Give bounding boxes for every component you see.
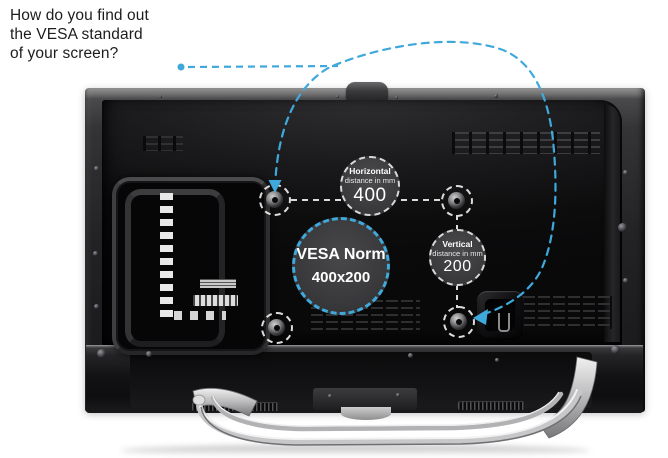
recess-handle-groove xyxy=(125,189,225,347)
screw-icon xyxy=(408,353,413,358)
vertical-distance-badge: Vertical distance in mm 200 xyxy=(429,229,486,286)
vent-mid-right xyxy=(520,296,612,329)
screw-icon xyxy=(611,345,620,354)
screw-pin-icon xyxy=(274,325,280,331)
stand-bar-inner-highlight xyxy=(212,391,560,427)
screw-icon xyxy=(97,349,106,358)
callout-dot xyxy=(177,63,185,71)
callout-arc xyxy=(273,40,557,317)
stand-bar-outer-highlight xyxy=(198,389,578,441)
arrow-bottom-right-icon xyxy=(473,309,488,325)
question-line-3: of your screen? xyxy=(10,45,119,62)
vent-top-left xyxy=(143,136,183,151)
stand-left-foot xyxy=(192,387,258,417)
tv-right-seam xyxy=(604,104,620,342)
stand-reflection xyxy=(120,445,590,456)
horizontal-value: 400 xyxy=(353,184,387,206)
horizontal-sublabel: distance in mm xyxy=(344,175,396,185)
vesa-norm-value: 400x200 xyxy=(311,269,371,286)
connector-recess xyxy=(112,177,270,355)
vesa-hole-bottom-left xyxy=(261,312,293,344)
stand-bar-inner xyxy=(210,391,564,432)
question-line-1: How do you find out xyxy=(10,7,149,24)
connector-ports xyxy=(160,193,173,321)
stand-neck xyxy=(341,407,391,420)
vent-top-right xyxy=(452,132,600,154)
horizontal-distance-badge: Horizontal distance in mm 400 xyxy=(340,156,400,216)
arrow-top-left-icon xyxy=(268,180,282,193)
vesa-hole-top-right xyxy=(441,185,473,217)
spec-sticker xyxy=(200,279,236,288)
screw-icon xyxy=(159,95,162,98)
screw-icon xyxy=(623,170,628,175)
screw-icon xyxy=(623,278,628,283)
bottom-grille-right xyxy=(458,401,524,410)
horizontal-label: Horizontal xyxy=(349,165,391,176)
vertical-sublabel: distance in mm xyxy=(432,248,483,258)
screw-icon xyxy=(395,96,398,99)
vesa-norm-title: VESA Norm xyxy=(296,246,386,263)
screw-pin-icon xyxy=(454,198,460,204)
question-line-2: the VESA standard xyxy=(10,26,143,43)
screw-pin-icon xyxy=(272,197,278,203)
connector-small-ports xyxy=(174,311,226,320)
callout-line xyxy=(187,64,339,69)
screw-icon xyxy=(618,223,627,232)
screw-pin-icon xyxy=(456,319,462,325)
vertical-value: 200 xyxy=(443,257,472,275)
stand-bar-outer-shadow xyxy=(200,395,582,446)
stand-bar-endcap xyxy=(192,394,206,406)
screw-icon xyxy=(94,304,99,309)
screw-icon xyxy=(94,166,99,171)
question-text: How do you find out the VESA standard of… xyxy=(10,6,230,63)
vertical-label: Vertical xyxy=(442,238,473,249)
screw-icon xyxy=(328,394,332,398)
screw-icon xyxy=(146,351,152,357)
screw-icon xyxy=(495,358,499,362)
vesa-hole-bottom-right xyxy=(443,306,475,338)
vesa-norm-badge: VESA Norm 400x200 xyxy=(292,217,390,315)
cable-hook-icon xyxy=(498,313,510,332)
screw-icon xyxy=(336,95,339,98)
screw-icon xyxy=(93,251,98,256)
connector-strip xyxy=(193,295,238,306)
stand-mount-plate xyxy=(313,388,417,410)
screw-icon xyxy=(494,94,498,98)
screw-icon xyxy=(396,393,400,397)
tv-camera-bump xyxy=(346,82,388,102)
